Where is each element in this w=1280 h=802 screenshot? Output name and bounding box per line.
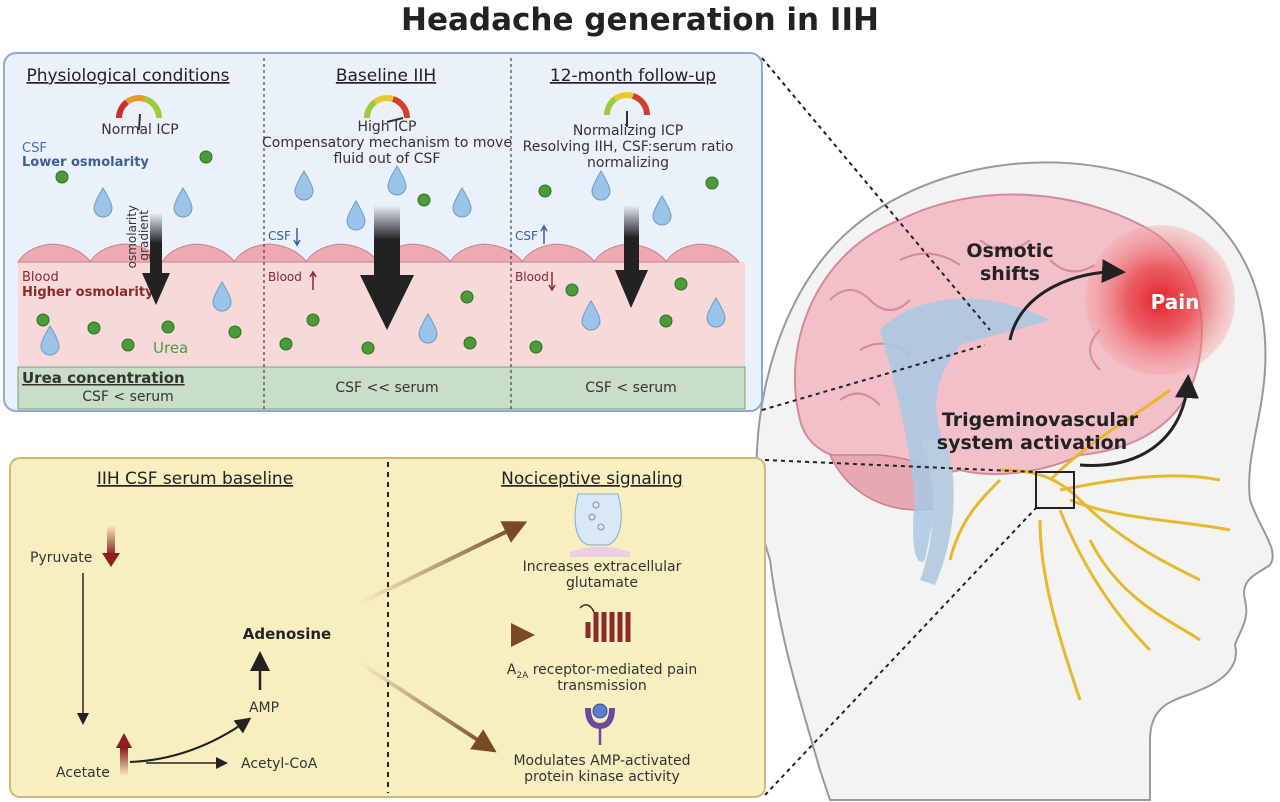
head-illustration: Pain Osmotic shifts Trigeminovascular sy… [755,161,1274,801]
glutamate-arrow [359,521,528,605]
csf-label: CSF [22,141,47,156]
gauge-icon-normalizing [604,92,650,127]
gradient-arrow-1 [142,213,170,305]
urea-value-physiological: CSF < serum [82,389,174,405]
synapse-icon [570,493,630,557]
pain-label: Pain [1151,290,1200,314]
csf-osmolarity: Lower osmolarity [22,155,149,170]
baseline-csf-label: CSF [268,229,291,243]
kinase-receptor-icon [585,703,615,745]
acetate-to-amp-arrow [129,717,252,763]
arrow-down-icon [293,228,301,247]
effect-receptor-2: transmission [557,678,646,694]
heading-nociceptive-signaling: Nociceptive signaling [501,469,683,489]
blood-osmolarity: Higher osmolarity [22,285,154,300]
urea-heading: Urea concentration [22,369,185,387]
trigeminal-label-2: system activation [937,432,1127,454]
brainstem [920,440,954,585]
gauge-label-normalizing: Normalizing ICP [573,123,683,139]
gauge-icon-high [364,95,410,123]
blood-label: Blood [22,270,59,285]
gpcr-receptor-icon [579,604,631,642]
baseline-blood-label: Blood [268,270,302,284]
gauge-label-high: High ICP [358,119,417,135]
baseline-note-1: Compensatory mechanism to move [262,135,512,151]
heading-csf-serum-baseline: IIH CSF serum baseline [97,469,293,489]
bottom-panel: IIH CSF serum baseline Nociceptive signa… [9,457,766,798]
urea-value-baseline: CSF << serum [335,380,438,396]
amp-label: AMP [249,700,279,716]
gradient-label: osmolarity [125,205,139,268]
pyruvate-label: Pyruvate [30,550,92,566]
osmotic-label: Osmotic [966,240,1053,262]
trigeminal-label: Trigeminovascular [942,409,1139,431]
arrow-up-icon [309,270,317,290]
effect-kinase-1: Modulates AMP-activated [513,753,690,769]
arrow-down-icon [548,272,556,292]
connector-lines [761,57,1037,796]
followup-note-2: normalizing [587,155,669,171]
heading-followup: 12-month follow-up [550,66,716,86]
gradient-label-2: gradient [137,210,151,261]
zoom-box [1035,471,1075,509]
osmotic-label-2: shifts [980,263,1040,285]
decrease-arrow-icon [102,525,120,567]
heading-physiological: Physiological conditions [26,66,229,86]
effect-kinase-2: protein kinase activity [524,769,680,785]
followup-csf-label: CSF [515,229,538,243]
osmotic-arrow [1008,259,1126,341]
effect-glutamate-2: glutamate [566,575,638,591]
ventricles [880,298,1050,562]
gauge-label-normal: Normal ICP [101,122,178,138]
urea-bar [17,366,746,410]
trigeminal-arrow [1079,374,1199,467]
gauge-icon-normal [116,95,162,131]
kinase-arrow [358,661,497,753]
arrow-up-icon [540,224,548,244]
baseline-note-2: fluid out of CSF [334,151,441,167]
effect-glutamate-1: Increases extracellular [523,559,682,575]
acetyl-coa-label: Acetyl-CoA [241,756,318,772]
adenosine-label: Adenosine [243,625,331,643]
acetate-label: Acetate [56,765,110,781]
gradient-arrow-3 [615,205,648,308]
heading-baseline: Baseline IIH [336,66,436,86]
top-panel: Physiological conditions Baseline IIH 12… [3,52,763,412]
urea-value-followup: CSF < serum [585,380,677,396]
effect-receptor-1: A2A receptor-mediated pain [507,662,697,681]
urea-label: Urea [153,339,188,357]
figure-title: Headache generation in IIH [401,2,879,38]
increase-arrow-icon [116,733,132,776]
gradient-arrow-2 [360,205,414,330]
followup-blood-label: Blood [515,270,549,284]
followup-note-1: Resolving IIH, CSF:serum ratio [523,139,734,155]
